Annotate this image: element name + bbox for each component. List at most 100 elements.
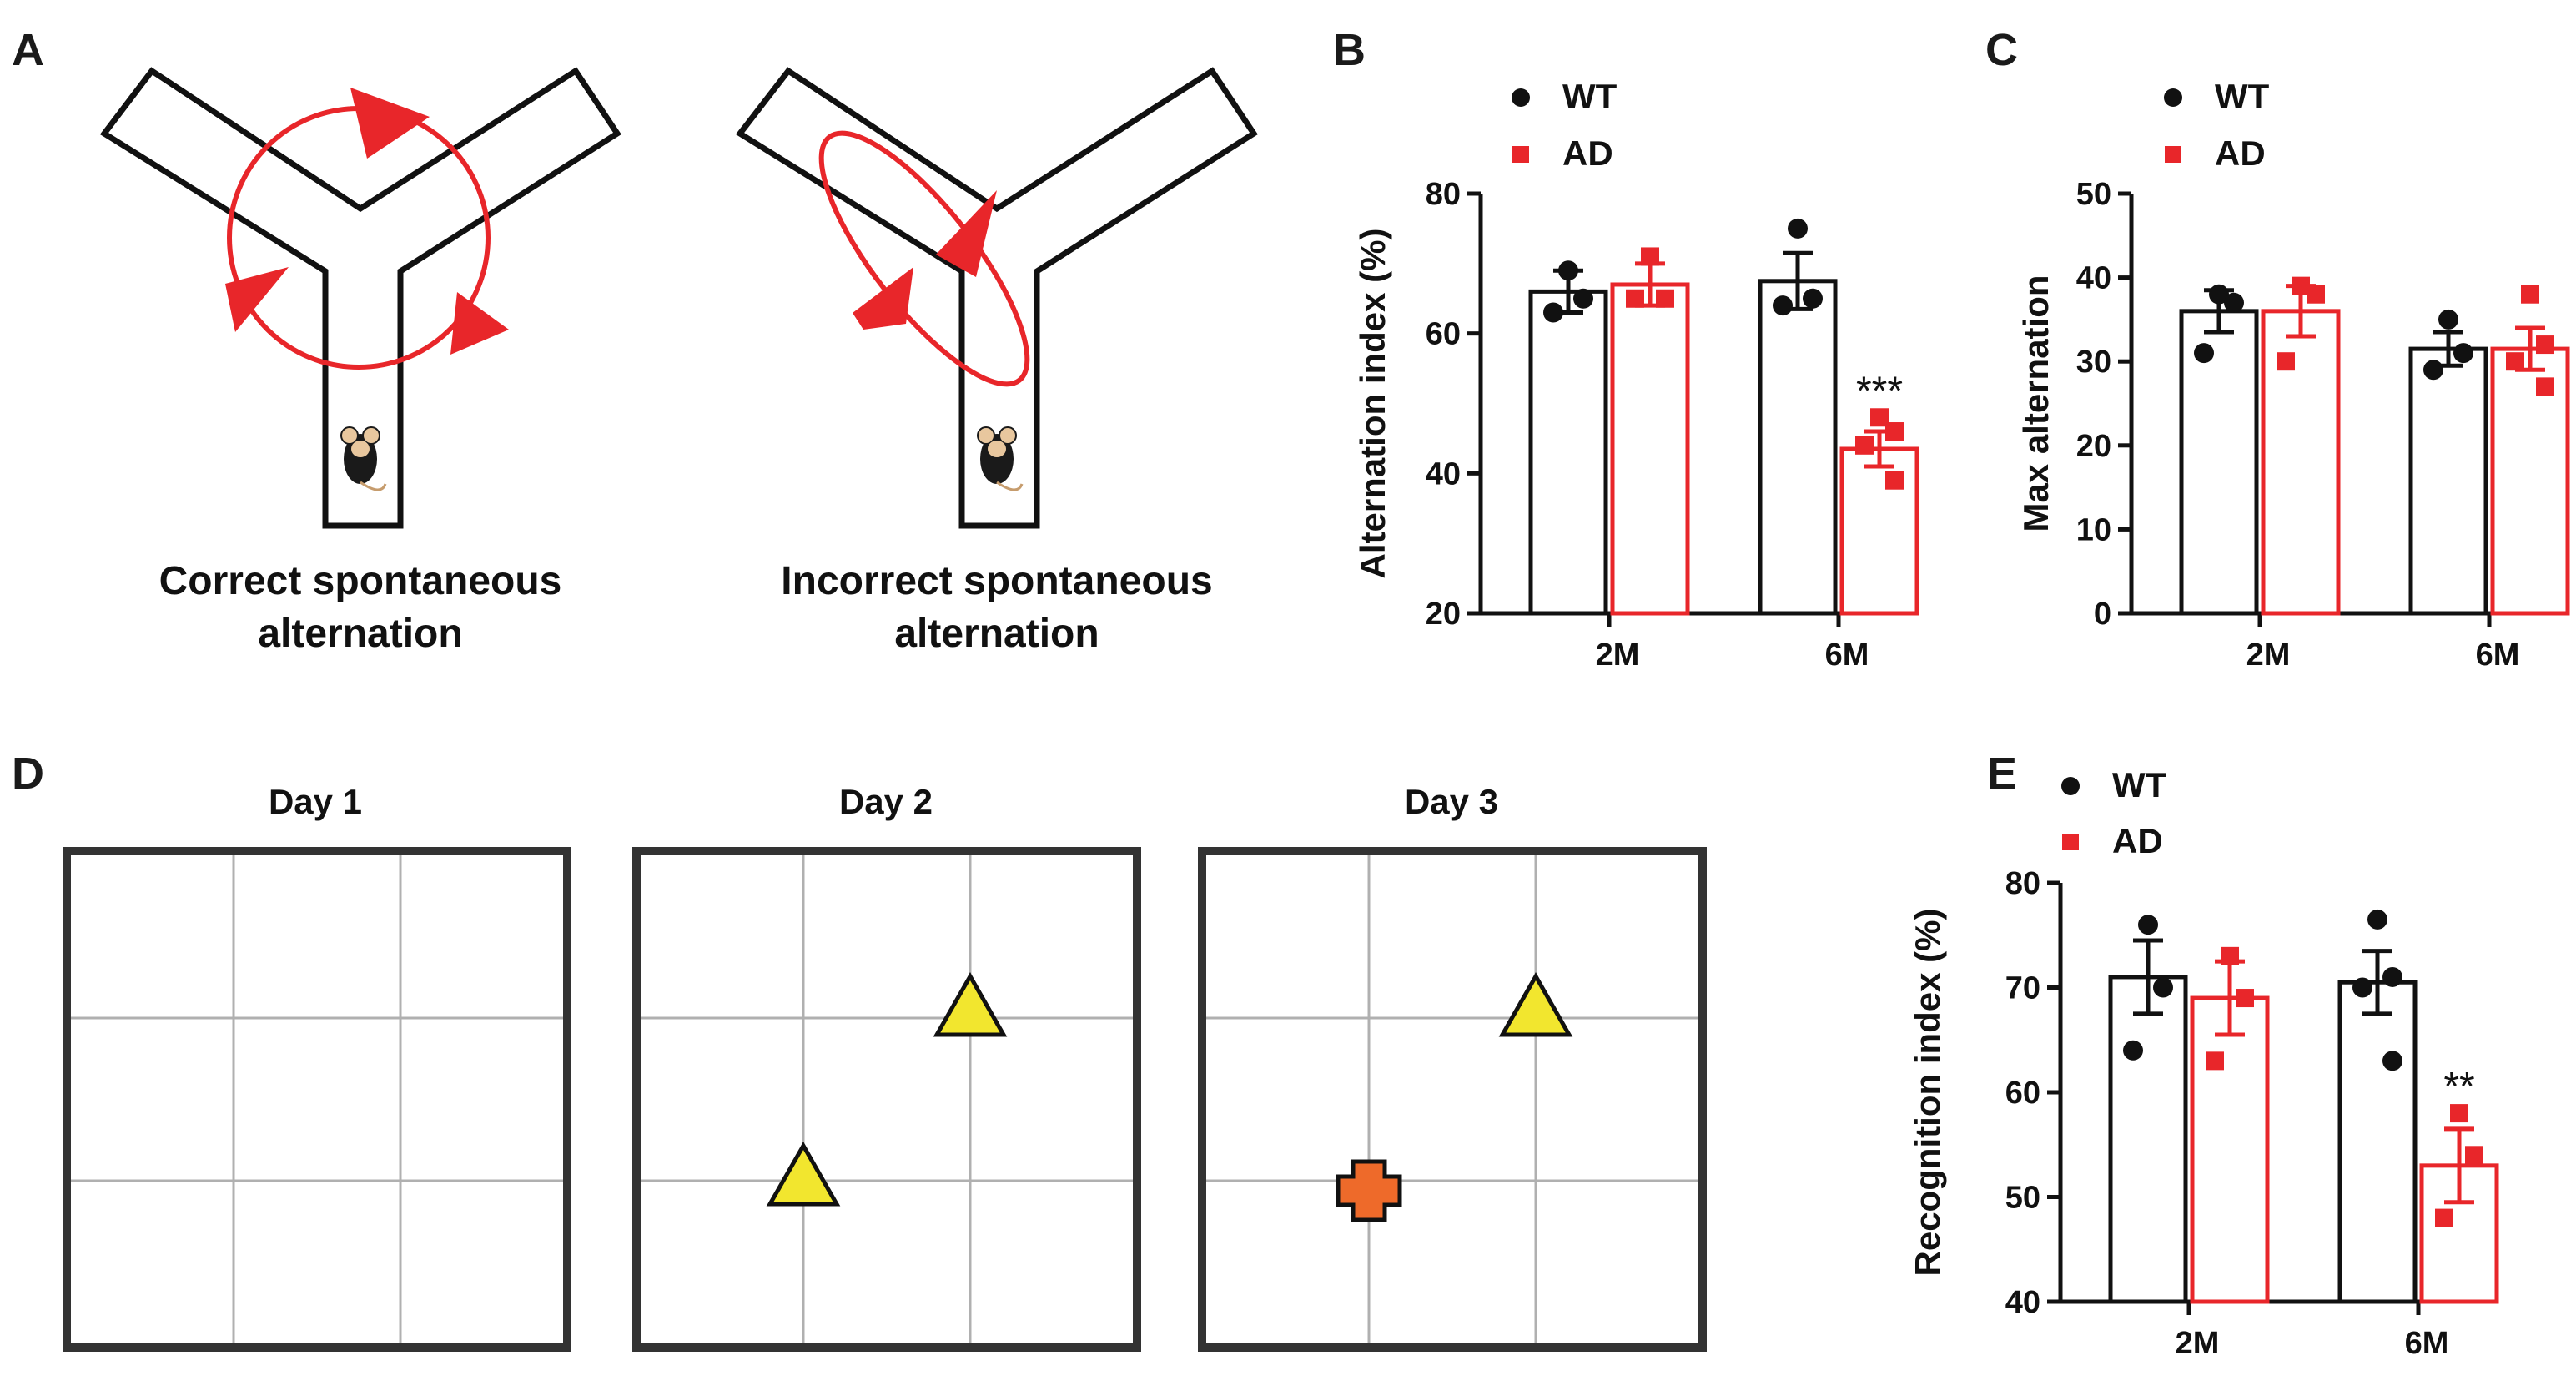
legend-label-wt: WT [2112, 765, 2167, 804]
data-point-wt [1558, 260, 1578, 281]
bar-wt-2m [2108, 975, 2188, 1304]
y-tick-label: 40 [2005, 1285, 2040, 1320]
data-point-wt [1573, 288, 1593, 309]
data-point-ad [2450, 1104, 2468, 1123]
y-tick-label: 10 [2076, 512, 2111, 547]
data-point-wt [2367, 909, 2387, 930]
data-point-ad [1641, 247, 1659, 266]
data-point-ad [2206, 1051, 2224, 1071]
bar-ad-2m [2261, 309, 2341, 616]
y-tick-label: 20 [2076, 429, 2111, 464]
y-tick-label: 80 [1426, 177, 1461, 212]
mouse-icon-left [340, 426, 387, 491]
data-point-wt [1773, 295, 1793, 316]
data-point-ad [1626, 289, 1644, 308]
arrow-head-up [936, 190, 997, 277]
data-point-wt [1788, 218, 1808, 239]
bar-wt-2m [1528, 289, 1608, 616]
arena-day-2 [632, 847, 1141, 1352]
y-tick-label: 40 [2076, 261, 2111, 296]
data-point-ad [1855, 436, 1874, 455]
caption-incorrect-line1: Incorrect spontaneous [781, 559, 1212, 603]
x-tick-label: 2M [2176, 1326, 2220, 1361]
panel-letter-e: E [1987, 748, 2017, 799]
bar-wt-6m [1758, 279, 1838, 616]
day-3-title: Day 3 [1405, 782, 1498, 821]
data-point-ad [2536, 335, 2554, 355]
arrow-head-down [853, 267, 913, 330]
legend-label-wt: WT [2215, 77, 2270, 116]
data-point-ad [2236, 989, 2254, 1008]
data-point-ad [2292, 276, 2310, 295]
data-point-ad [2435, 1208, 2453, 1227]
data-point-wt [2138, 915, 2158, 935]
data-point-wt [2423, 360, 2443, 381]
panel-a: A Correct spontaneous alternation Incorr… [12, 25, 1258, 656]
bar-wt-6m [2337, 980, 2418, 1304]
data-point-wt [2209, 284, 2229, 305]
legend-marker-wt [2061, 777, 2080, 795]
data-point-wt [1543, 302, 1563, 323]
x-tick-label: 6M [1825, 638, 1869, 673]
data-point-ad [2506, 352, 2524, 371]
data-point-wt [1803, 288, 1823, 309]
data-point-wt [2224, 292, 2244, 313]
bar-ad-6m [1839, 446, 1919, 616]
data-point-wt [2382, 1051, 2402, 1071]
legend-label-ad: AD [2215, 134, 2266, 173]
legend-label-ad: AD [2112, 821, 2163, 860]
data-point-wt [2382, 966, 2402, 987]
data-point-ad [2277, 352, 2295, 371]
y-axis-label: Recognition index (%) [1908, 909, 1947, 1277]
arrow-head-right [450, 292, 509, 355]
y-axis-label: Max alternation [2016, 275, 2055, 532]
legend-marker-wt [2164, 88, 2182, 107]
x-tick-label: 2M [2246, 638, 2291, 673]
caption-correct-line2: alternation [258, 612, 462, 656]
legend-marker-ad [2165, 146, 2181, 163]
data-point-wt [2194, 343, 2214, 364]
bar-ad-2m [2190, 995, 2270, 1304]
day-2-title: Day 2 [839, 782, 933, 821]
bar-ad-2m [1610, 282, 1690, 616]
panel-d: D Day 1 Day 2 Day 3 [12, 748, 1707, 1352]
caption-correct-line1: Correct spontaneous [159, 559, 562, 603]
data-point-ad [2465, 1146, 2483, 1165]
bar-wt-6m [2408, 346, 2488, 616]
significance-label: ** [2443, 1065, 2474, 1109]
y-axis-label: Alternation index (%) [1353, 228, 1392, 578]
y-tick-label: 60 [1426, 317, 1461, 352]
x-tick-label: 6M [2476, 638, 2520, 673]
incorrect-alternation-ellipse [818, 130, 1030, 387]
familiar-object-triangle [766, 1141, 841, 1207]
arrow-head-top [350, 88, 430, 159]
panel-letter-d: D [12, 748, 44, 799]
arena-day-3 [1198, 847, 1707, 1352]
legend-label-wt: WT [1562, 77, 1618, 116]
bar-wt-2m [2179, 309, 2259, 616]
panel-letter-a: A [12, 25, 44, 75]
y-tick-label: 50 [2076, 177, 2111, 212]
data-point-ad [1885, 422, 1904, 441]
x-tick-label: 6M [2405, 1326, 2449, 1361]
y-tick-label: 60 [2005, 1076, 2040, 1111]
panel-letter-b: B [1333, 25, 1366, 75]
y-tick-label: 0 [2094, 597, 2111, 632]
data-point-ad [1870, 408, 1889, 427]
bar-ad-6m [2490, 346, 2570, 616]
data-point-ad [2536, 377, 2554, 396]
y-tick-label: 80 [2005, 866, 2040, 901]
data-point-ad [2221, 946, 2239, 965]
y-maze-left [99, 67, 621, 529]
data-point-wt [2352, 977, 2372, 998]
data-point-wt [2153, 977, 2173, 998]
caption-incorrect-line2: alternation [894, 612, 1099, 656]
novel-object-cross [1336, 1159, 1402, 1222]
day-1-title: Day 1 [269, 782, 362, 821]
y-tick-label: 20 [1426, 597, 1461, 632]
y-maze-right [735, 67, 1258, 529]
familiar-object-triangle [1498, 971, 1573, 1037]
